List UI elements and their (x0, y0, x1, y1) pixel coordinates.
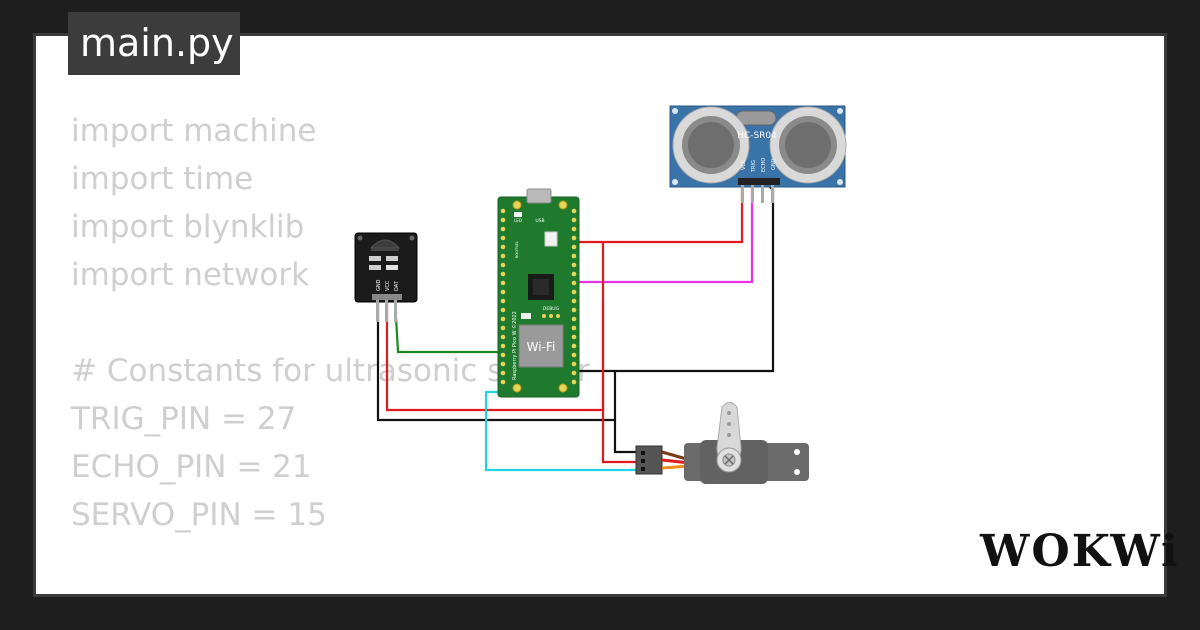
code-line: ECHO_PIN = 21 (71, 449, 312, 485)
pin-label-trig: TRIG (751, 160, 757, 173)
wire-ir-data[interactable] (393, 299, 503, 354)
pico-pin (571, 370, 577, 376)
pico-pin (571, 217, 577, 223)
pico-pin (571, 280, 577, 286)
code-line: import network (71, 257, 310, 293)
usb-label: USB (535, 218, 544, 224)
code-line: # Constants for Blynk (71, 587, 590, 594)
pico-pin (571, 316, 577, 322)
pico-pin (571, 352, 577, 358)
pico-pin (571, 253, 577, 259)
pico-pin (571, 325, 577, 331)
pico-pin (500, 298, 506, 304)
pico-pin (500, 244, 506, 250)
pico-pin (500, 325, 506, 331)
wire-ir-gnd[interactable] (376, 300, 617, 422)
pico-pin (571, 343, 577, 349)
code-line: TRIG_PIN = 27 (71, 401, 297, 437)
pico-pin (571, 235, 577, 241)
pico-pin (500, 226, 506, 232)
pico-pin (571, 307, 577, 313)
hc-sr04-sensor[interactable]: HC-SR04 VCC TRIG ECHO GND (669, 105, 847, 203)
pico-pin (500, 361, 506, 367)
pico-pin (500, 316, 506, 322)
pico-pin (500, 370, 506, 376)
ir-pin-label-dat: DAT (394, 280, 400, 291)
pico-pin-headers (500, 208, 577, 385)
wire-echo[interactable] (572, 182, 754, 284)
code-line: import time (71, 161, 254, 197)
wifi-chip-label: Wi-Fi (527, 340, 556, 354)
pin-label-gnd: GND (771, 158, 777, 170)
pico-pin (571, 226, 577, 232)
debug-label: DEBUG (543, 306, 560, 312)
pico-pin (500, 253, 506, 259)
pico-pin (571, 361, 577, 367)
pico-pin (571, 379, 577, 385)
pico-pin (571, 244, 577, 250)
wire-servo-signal[interactable] (484, 390, 637, 472)
wokwi-logo: WOKWi (980, 526, 1180, 577)
led-label: LED (514, 218, 522, 223)
pico-pin (571, 262, 577, 268)
pin-label-echo: ECHO (761, 158, 767, 172)
preview-card: import machine import time import blynklib… (33, 33, 1167, 597)
ir-pin-label-gnd: GND (376, 279, 382, 291)
wire-servo-vcc[interactable] (601, 300, 637, 464)
ir-pin-label-vcc: VCC (385, 280, 391, 291)
pico-pin (571, 271, 577, 277)
bootsel-label: BOOTSEL (515, 241, 519, 258)
pico-pin (571, 289, 577, 295)
pico-pin (500, 262, 506, 268)
code-line: import machine (71, 113, 317, 149)
servo-motor[interactable] (635, 402, 809, 485)
pico-pin (500, 379, 506, 385)
pico-pin (571, 334, 577, 340)
wire-vcc-ultrasonic[interactable] (572, 182, 744, 244)
pico-pin (500, 289, 506, 295)
pico-pin (500, 352, 506, 358)
wire-servo-gnd[interactable] (613, 420, 637, 454)
pico-pin (500, 235, 506, 241)
pico-pin (500, 271, 506, 277)
code-preview: import machine import time import blynklib… (71, 107, 590, 594)
pico-pin (571, 208, 577, 214)
pico-pin (500, 280, 506, 286)
code-line: SERVO_PIN = 15 (71, 497, 327, 533)
ir-receiver-module[interactable]: GND VCC DAT (354, 232, 418, 322)
board-text: Raspberry Pi Pico W ©2022 (511, 311, 518, 380)
pico-pin (500, 307, 506, 313)
pico-pin (500, 334, 506, 340)
pico-pin (500, 217, 506, 223)
pico-pin (500, 208, 506, 214)
pico-pin (571, 298, 577, 304)
code-line: import blynklib (71, 209, 305, 245)
pico-pin (500, 343, 506, 349)
hc-sr04-label: HC-SR04 (737, 131, 777, 141)
raspberry-pi-pico-w[interactable]: USB LED BOOTSEL DEBUG Wi-Fi Raspberry Pi… (497, 188, 580, 398)
pin-label-vcc: VCC (741, 159, 747, 170)
file-tab-main-py[interactable]: main.py (68, 12, 240, 75)
